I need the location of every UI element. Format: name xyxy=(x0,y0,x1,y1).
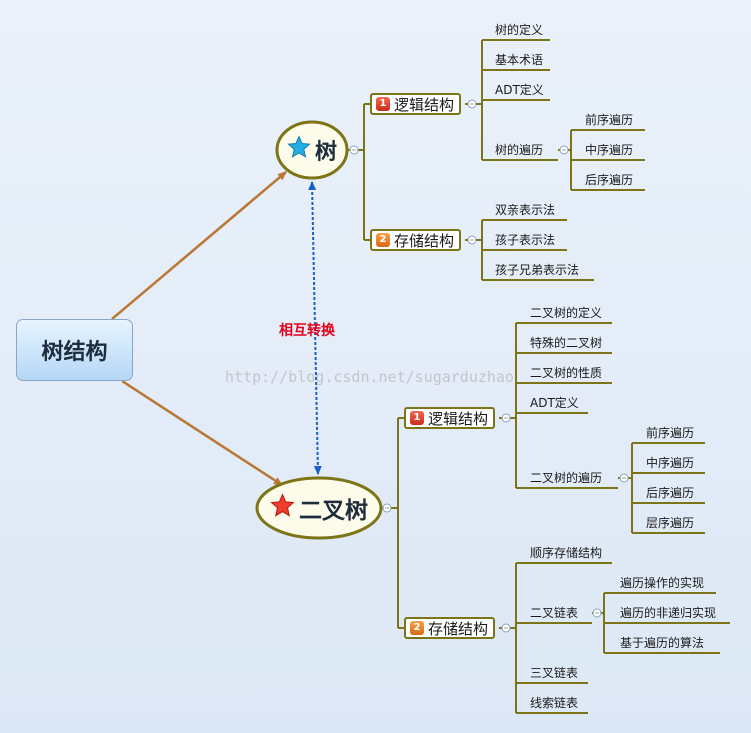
leaf-node[interactable]: 特殊的二叉树 xyxy=(530,336,603,350)
bintree-branch xyxy=(381,417,404,629)
leaf-node[interactable]: 树的遍历 xyxy=(495,143,544,157)
bintree-logic-label: 逻辑结构 xyxy=(428,409,489,428)
bintree-title: 二叉树 xyxy=(299,498,368,524)
tree-node[interactable]: 树 xyxy=(277,122,347,178)
priority-2-icon: 2 xyxy=(410,621,424,635)
tree-storage-label: 存储结构 xyxy=(394,231,455,250)
leaf-node[interactable]: 二叉链表 xyxy=(530,606,579,620)
watermark: http://blog.csdn.net/sugarduzhao xyxy=(225,368,514,386)
leaf-node[interactable]: 中序遍历 xyxy=(585,143,634,157)
leaf-node[interactable]: 遍历的非递归实现 xyxy=(620,606,717,620)
leaf-node[interactable]: 顺序存储结构 xyxy=(530,546,603,560)
arrow-root-to-tree xyxy=(111,171,287,320)
conversion-arrow xyxy=(308,181,322,475)
priority-1-icon: 1 xyxy=(410,411,424,425)
star-icon xyxy=(287,135,311,165)
leaf-node[interactable]: ADT定义 xyxy=(530,396,579,410)
tree-logic-label: 逻辑结构 xyxy=(394,95,455,114)
leaf-node[interactable]: 前序遍历 xyxy=(585,113,634,127)
leaf-node[interactable]: 树的定义 xyxy=(495,23,544,37)
bintree-logic-node[interactable]: 1 逻辑结构 xyxy=(404,407,496,429)
leaf-node[interactable]: 中序遍历 xyxy=(646,456,695,470)
leaf-node[interactable]: 二叉树的性质 xyxy=(530,366,603,380)
leaf-node[interactable]: 双亲表示法 xyxy=(495,203,556,217)
leaf-node[interactable]: 前序遍历 xyxy=(646,426,695,440)
leaf-node[interactable]: 孩子表示法 xyxy=(495,233,556,247)
root-label: 树结构 xyxy=(41,340,108,365)
leaf-node[interactable]: 基本术语 xyxy=(495,53,544,67)
bintree-storage-label: 存储结构 xyxy=(428,619,489,638)
priority-1-icon: 1 xyxy=(376,97,390,111)
bintree-storage-node[interactable]: 2 存储结构 xyxy=(404,617,496,639)
leaf-node[interactable]: 后序遍历 xyxy=(585,173,634,187)
leaf-node[interactable]: 层序遍历 xyxy=(646,516,695,530)
leaf-node[interactable]: ADT定义 xyxy=(495,83,544,97)
leaf-node[interactable]: 线索链表 xyxy=(530,696,579,710)
arrow-root-to-bintree xyxy=(121,379,283,487)
tree-title: 树 xyxy=(314,140,337,165)
leaf-node[interactable]: 遍历操作的实现 xyxy=(620,576,705,590)
leaf-node[interactable]: 基于遍历的算法 xyxy=(620,636,705,650)
leaf-node[interactable]: 孩子兄弟表示法 xyxy=(495,263,580,277)
bintree-node[interactable]: 二叉树 xyxy=(257,478,381,538)
leaf-node[interactable]: 二叉树的定义 xyxy=(530,306,603,320)
conversion-label: 相互转换 xyxy=(279,323,335,339)
tree-branch xyxy=(347,103,370,241)
leaf-node[interactable]: 二叉树的遍历 xyxy=(530,471,603,485)
leaf-node[interactable]: 后序遍历 xyxy=(646,486,695,500)
tree-logic-node[interactable]: 1 逻辑结构 xyxy=(370,93,462,115)
star-icon xyxy=(270,492,295,524)
tree-storage-node[interactable]: 2 存储结构 xyxy=(370,229,462,251)
leaf-node[interactable]: 三叉链表 xyxy=(530,666,579,680)
root-node[interactable]: 树结构 xyxy=(16,319,133,381)
priority-2-icon: 2 xyxy=(376,233,390,247)
bintree-storage-branch xyxy=(499,562,612,714)
